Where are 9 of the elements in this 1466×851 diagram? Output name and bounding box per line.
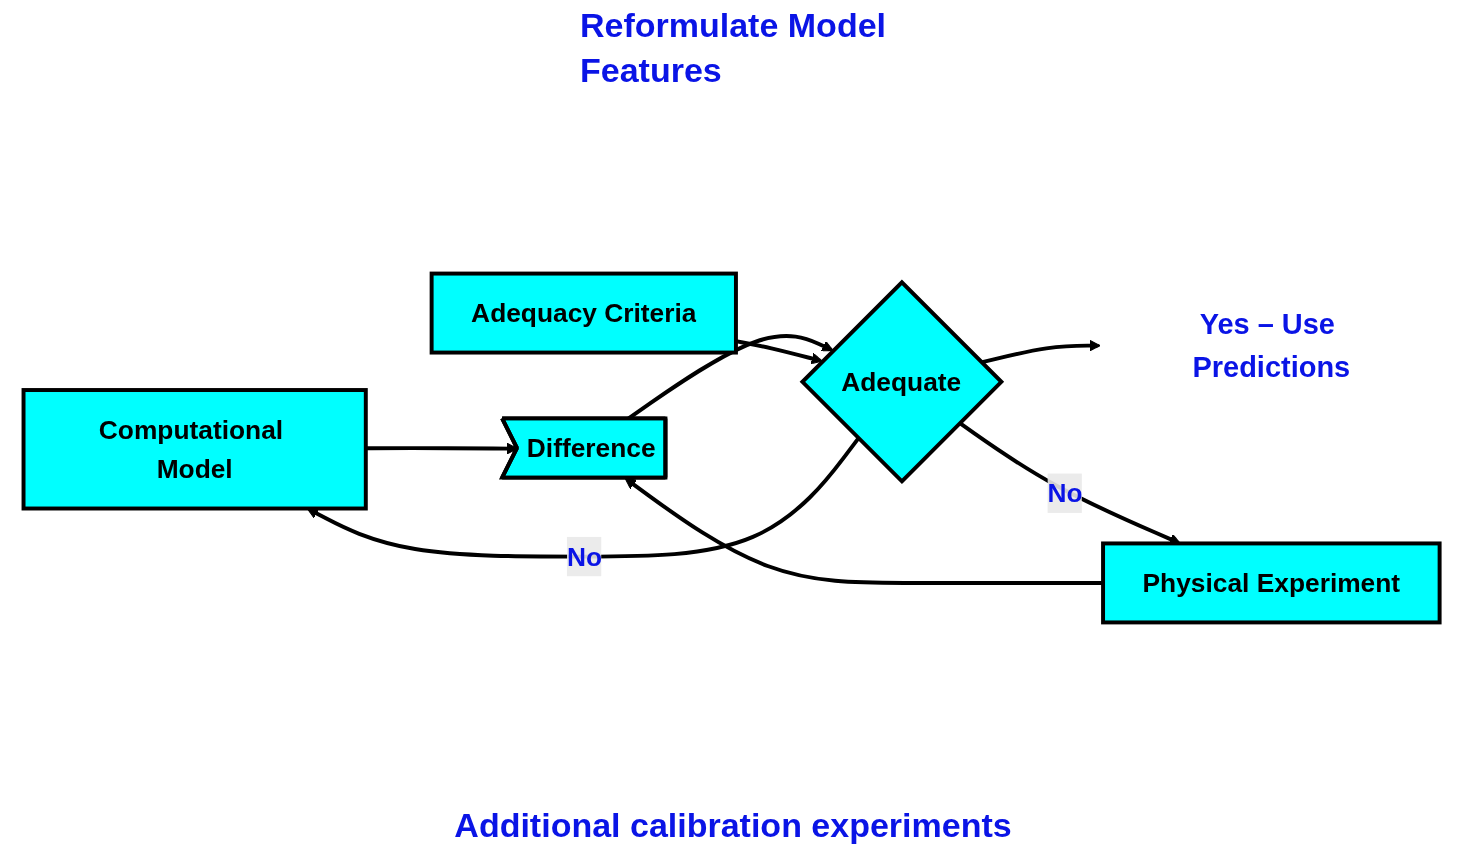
node-box: Physical Experiment: [1101, 541, 1442, 625]
annotation-text: Features: [579, 51, 723, 90]
node-box: Adequacy Criteria: [429, 271, 738, 355]
annotation-text: Reformulate Model: [579, 6, 886, 45]
arrow: [306, 437, 860, 559]
node-text: Yes – Use Predictions: [1192, 307, 1351, 384]
node-box: Computational Model: [21, 388, 368, 511]
node-diamond: Adequate: [799, 279, 1005, 485]
annotation-text: Additional calibration experiments: [454, 806, 1012, 845]
